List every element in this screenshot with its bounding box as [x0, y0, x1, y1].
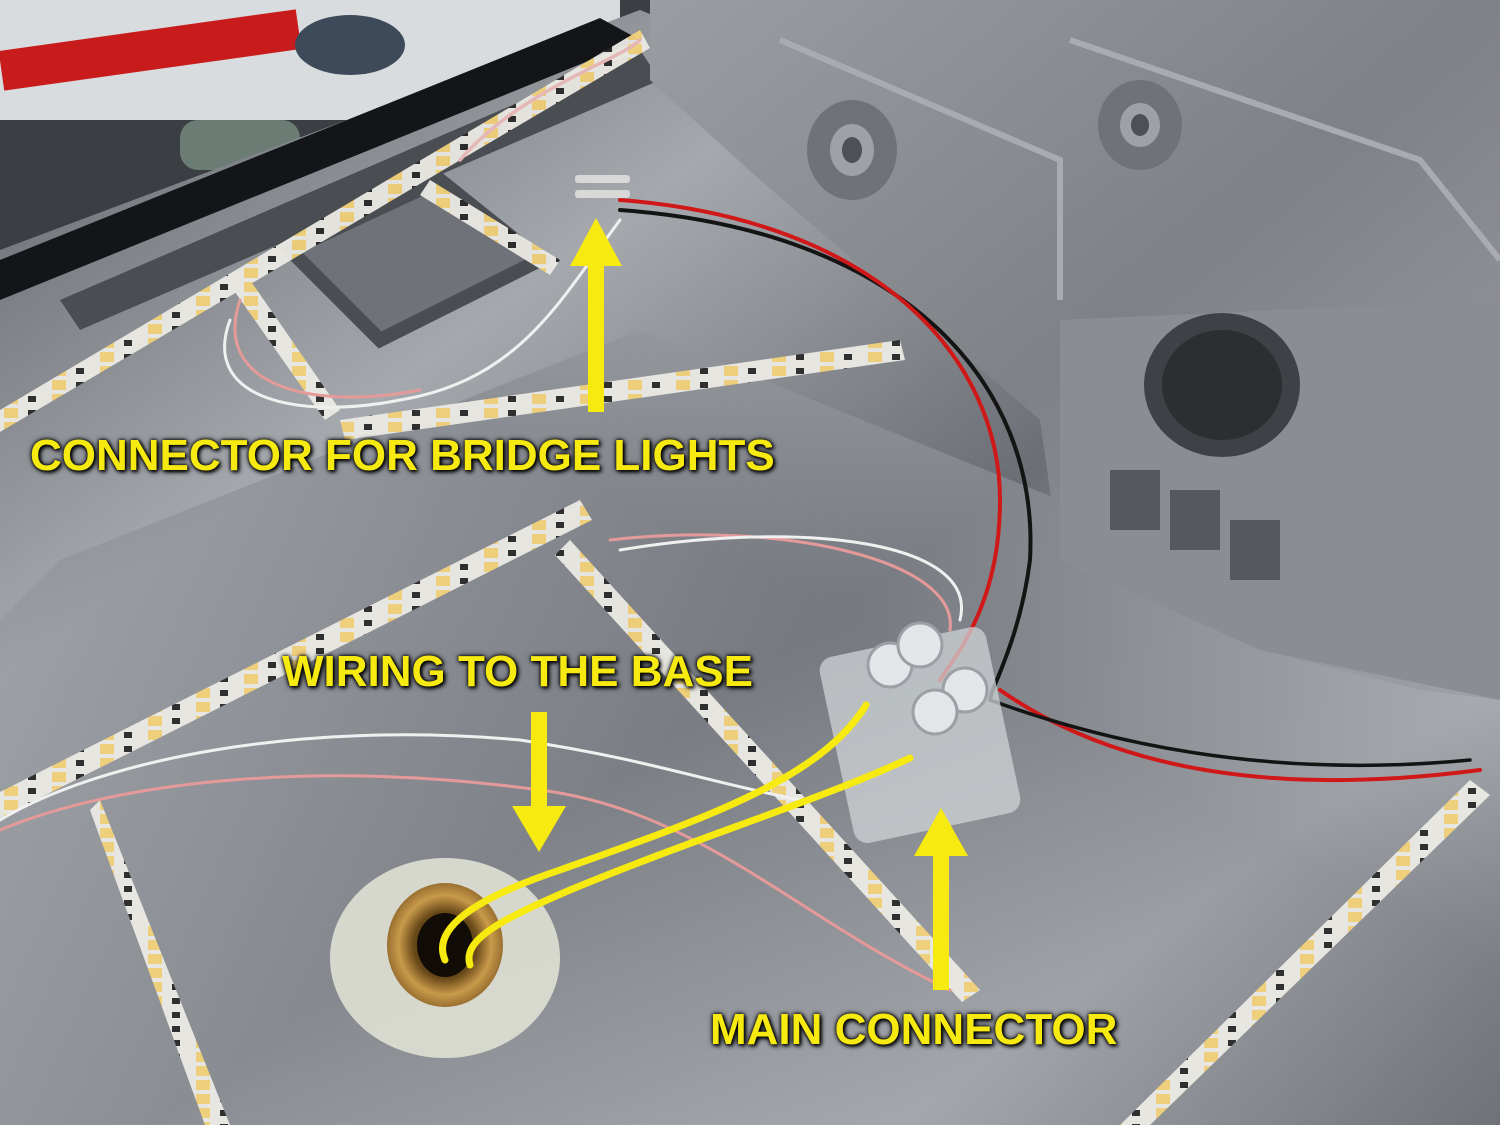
wiring-to-base-label: WIRING TO THE BASE: [282, 647, 753, 696]
bridge-connector-label: CONNECTOR FOR BRIDGE LIGHTS: [30, 431, 775, 480]
main-connector-label: MAIN CONNECTOR: [710, 1005, 1118, 1054]
arrow-main-icon: [914, 808, 968, 990]
arrow-bridge-icon: [570, 218, 622, 412]
arrow-wiring-icon: [512, 712, 566, 852]
wiring-path-icon: [439, 701, 914, 969]
